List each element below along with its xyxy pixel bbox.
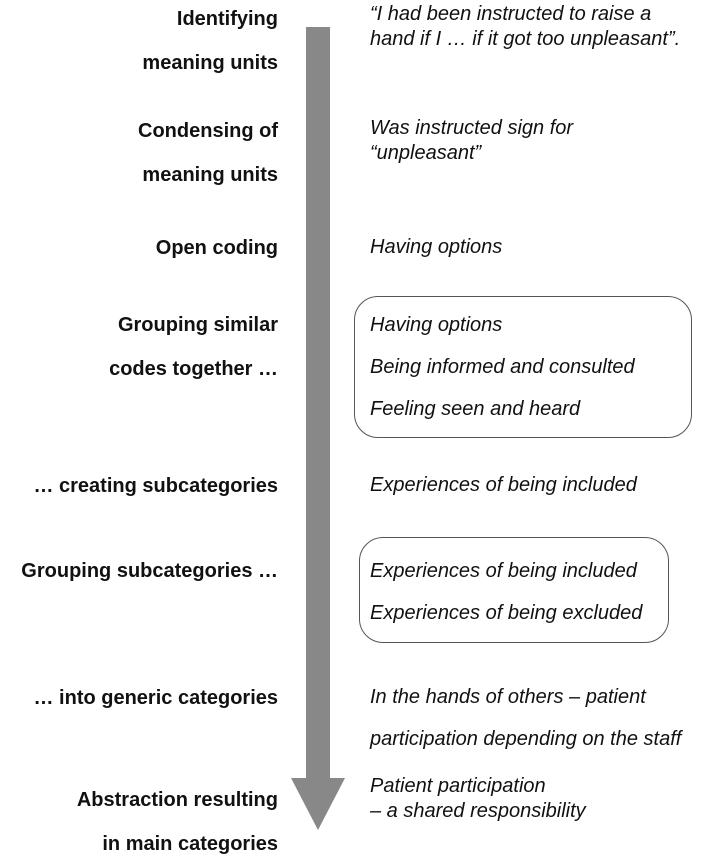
example-line: Experiences of being excluded (370, 602, 643, 624)
example-line: In the hands of others – patient (370, 686, 646, 708)
step-grouping-similar-codes: Grouping similar codes together … (109, 303, 278, 391)
step-label-line: Abstraction resulting (76, 789, 278, 811)
subcategories-group-box: Experiences of being included Experience… (359, 537, 669, 643)
step-label-line: in main categories (102, 833, 278, 855)
step-label-line: Condensing of (138, 120, 278, 142)
step-grouping-subcategories: Grouping subcategories … (21, 549, 278, 593)
step-label-line: meaning units (142, 52, 278, 74)
example-line: hand if I … if it got too unpleasant”. (370, 28, 681, 50)
step-open-coding: Open coding (156, 226, 278, 270)
step-creating-subcategories: … creating subcategories (33, 464, 278, 508)
step-abstraction-main-categories: Abstraction resulting in main categories (77, 778, 278, 866)
example-grouping-subcategories: Experiences of being included Experience… (370, 550, 668, 634)
example-line: participation depending on the staff (370, 728, 682, 750)
step-condensing-meaning-units: Condensing of meaning units (138, 109, 278, 197)
example-open-coding: Having options (370, 235, 502, 260)
example-line: Experiences of being included (370, 560, 637, 582)
step-label-line: Grouping similar (117, 314, 278, 336)
example-line: Being informed and consulted (370, 356, 635, 378)
example-line: – a shared responsibility (370, 800, 586, 822)
step-label-line: Grouping subcategories … (21, 560, 278, 582)
example-line: Experiences of being included (370, 474, 637, 496)
example-grouping-similar-codes: Having options Being informed and consul… (370, 304, 691, 430)
example-line: “I had been instructed to raise a (370, 3, 652, 25)
step-label-line: meaning units (142, 164, 278, 186)
step-label-line: Identifying (176, 8, 278, 30)
step-identifying-meaning-units: Identifying meaning units (142, 0, 278, 85)
example-generic-categories: In the hands of others – patient partici… (370, 676, 681, 760)
example-line: “unpleasant” (370, 142, 482, 164)
example-line: Having options (370, 314, 503, 336)
example-identifying-meaning-units: “I had been instructed to raise a hand i… (370, 2, 680, 52)
example-line: Was instructed sign for (370, 117, 574, 139)
example-abstraction-main-categories: Patient participation – a shared respons… (370, 774, 586, 824)
example-line: Patient participation (370, 775, 546, 797)
example-line: Feeling seen and heard (370, 398, 581, 420)
step-label-line: Open coding (155, 237, 278, 259)
step-generic-categories: … into generic categories (33, 676, 278, 720)
example-creating-subcategories: Experiences of being included (370, 473, 637, 498)
example-line: Having options (370, 236, 503, 258)
step-label-line: … into generic categories (33, 687, 278, 709)
codes-group-box: Having options Being informed and consul… (354, 296, 692, 438)
step-label-line: … creating subcategories (33, 475, 278, 497)
down-arrow-icon (291, 27, 345, 830)
example-condensing-meaning-units: Was instructed sign for “unpleasant” (370, 116, 573, 166)
step-label-line: codes together … (109, 358, 278, 380)
